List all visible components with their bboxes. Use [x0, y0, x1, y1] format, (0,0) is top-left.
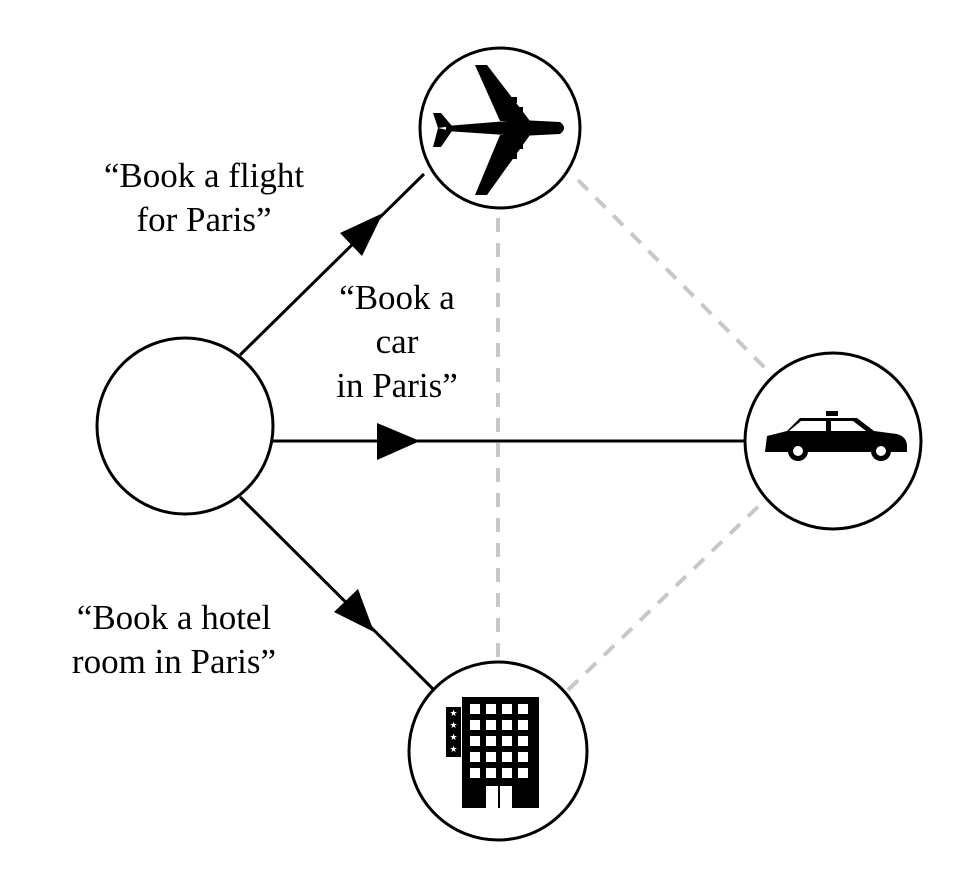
- dashed-link-flight-car: [576, 178, 774, 377]
- edges: [238, 172, 745, 692]
- arrowhead-hotel: [334, 589, 374, 632]
- edge-origin-hotel: [238, 495, 436, 692]
- origin-node: [95, 336, 275, 516]
- svg-text:★: ★: [449, 709, 457, 719]
- edge-label-car-line-2: car: [375, 322, 419, 361]
- edge-label-hotel: “Book a hotel room in Paris”: [36, 596, 312, 684]
- edge-label-car-line-1: “Book a: [339, 278, 455, 317]
- edge-label-flight: “Book a flight for Paris”: [78, 154, 330, 242]
- arrowhead-car: [377, 423, 420, 460]
- edge-label-flight-line-2: for Paris”: [136, 200, 272, 239]
- dashed-link-hotel-car: [566, 498, 767, 692]
- arrowheads: [334, 213, 420, 632]
- edge-label-hotel-line-1: “Book a hotel: [76, 598, 272, 637]
- svg-text:★: ★: [449, 721, 457, 731]
- airplane-icon: [433, 65, 564, 195]
- taxi-icon: [765, 411, 907, 461]
- edge-label-hotel-line-2: room in Paris”: [71, 642, 277, 681]
- arrowhead-flight: [340, 213, 383, 256]
- svg-text:★: ★: [449, 733, 457, 743]
- dashed-links: [496, 178, 774, 692]
- svg-text:★: ★: [449, 745, 457, 755]
- edge-label-car: “Book a car in Paris”: [312, 276, 482, 408]
- edge-label-car-line-3: in Paris”: [336, 366, 458, 405]
- edge-label-flight-line-1: “Book a flight: [103, 156, 305, 195]
- hotel-building-icon: ★ ★ ★ ★: [446, 697, 539, 808]
- edge-origin-flight: [238, 172, 426, 357]
